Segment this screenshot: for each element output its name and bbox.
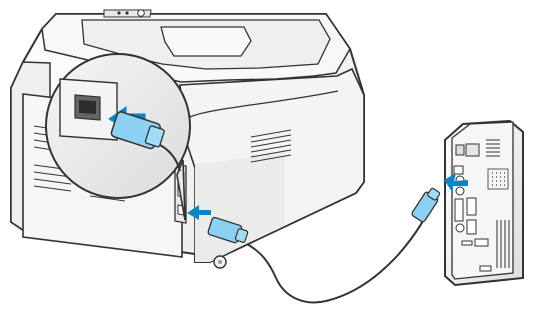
paper-tray: [160, 26, 252, 57]
printer-cable: [246, 243, 277, 279]
right-arrow-icon: [444, 173, 468, 193]
zoom-cable: [159, 144, 181, 172]
usb-cable: [275, 209, 430, 304]
printer-side-vents: [250, 129, 292, 163]
right-arrow-icon: [187, 205, 211, 220]
computer-power-switch: [455, 144, 465, 156]
printer-front-curve: [189, 90, 339, 118]
computer-fan-grill: [487, 168, 509, 190]
printer-usb-connection: [187, 205, 277, 279]
computer-usb-connection: [411, 173, 468, 223]
printer-power-button: [137, 9, 145, 17]
printer-front-shadow: [195, 150, 285, 262]
computer-expansion-slots: [496, 220, 510, 268]
computer-power-socket: [465, 143, 480, 157]
computer-panel-inset: [451, 121, 514, 280]
printer-foot-center: [218, 260, 222, 264]
printer-indicator: [117, 11, 121, 15]
computer: [444, 119, 524, 287]
zoom-callout-pointer: [176, 159, 186, 221]
computer-fan-grill-dots: [492, 172, 505, 186]
computer-vent-lines: [486, 139, 500, 157]
usb-port-icon: [79, 100, 96, 114]
zoom-usb-connector: [110, 111, 165, 150]
zoom-callout: [45, 53, 191, 221]
printer-usb-connector: [207, 216, 249, 244]
printer-indicator: [125, 11, 129, 15]
computer-usb-port: [453, 165, 464, 175]
computer-usb-connector: [411, 187, 441, 223]
